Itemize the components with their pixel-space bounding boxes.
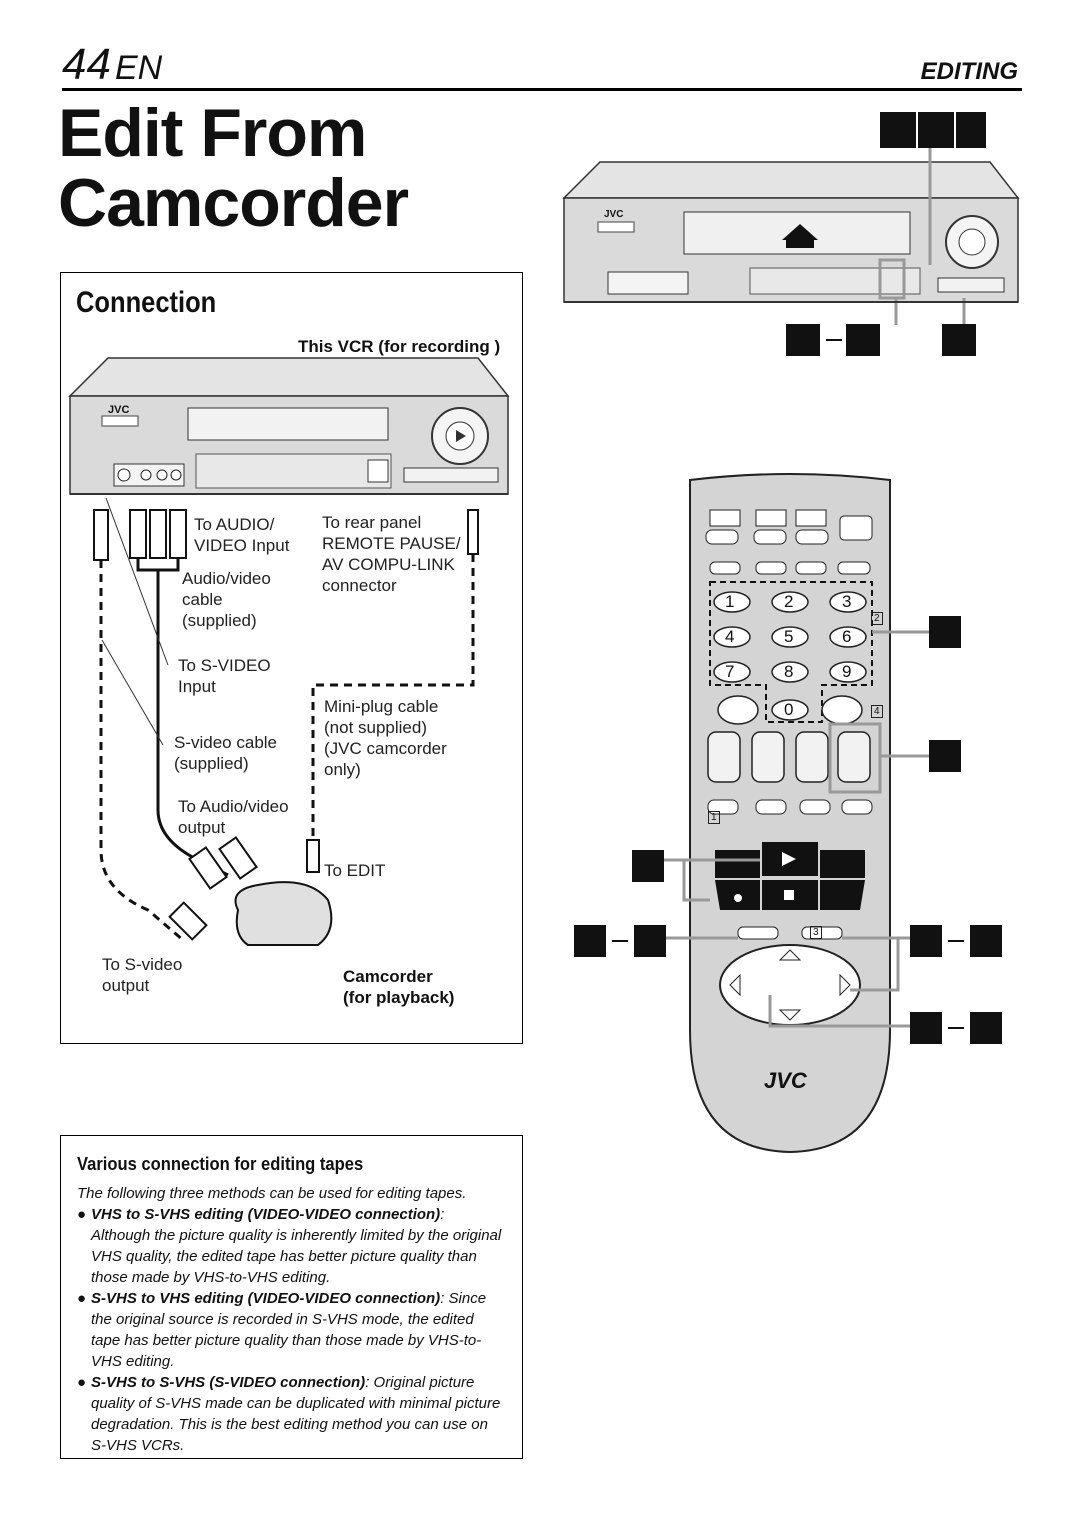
tip-item: ●S-VHS to VHS editing (VIDEO-VIDEO conne… bbox=[77, 1290, 487, 1370]
label-camcorder: Camcorder (for playback) bbox=[343, 967, 455, 1007]
label-svideo-cable: S-video cable (supplied) bbox=[174, 733, 278, 773]
key-7: 7 bbox=[725, 662, 735, 681]
connection-heading: Connection bbox=[76, 286, 217, 319]
marker-4: 4 bbox=[871, 705, 883, 718]
label-to-av-input: To AUDIO/ VIDEO Input bbox=[194, 515, 290, 555]
header-rule bbox=[62, 88, 1022, 91]
page-title: Edit From Camcorder bbox=[58, 95, 409, 241]
label-to-svideo-output: To S-video output bbox=[102, 955, 183, 995]
remote-brand: JVC bbox=[764, 1068, 807, 1093]
vcr-front-brand: JVC bbox=[604, 209, 624, 220]
key-1: 1 bbox=[725, 592, 735, 611]
label-to-edit: To EDIT bbox=[324, 861, 386, 880]
marker-3: 3 bbox=[810, 926, 822, 939]
key-6: 6 bbox=[842, 627, 852, 646]
label-to-svideo-input: To S-VIDEO Input bbox=[178, 656, 271, 696]
key-2: 2 bbox=[784, 592, 794, 611]
remote-control bbox=[574, 473, 1002, 1154]
section-title: EDITING bbox=[920, 58, 1018, 85]
key-8: 8 bbox=[784, 662, 794, 681]
cable-diagram bbox=[93, 497, 479, 946]
tip-item: ●VHS to S-VHS editing (VIDEO-VIDEO conne… bbox=[77, 1206, 502, 1286]
key-9: 9 bbox=[842, 662, 852, 681]
key-5: 5 bbox=[784, 627, 794, 646]
label-to-av-output: To Audio/video output bbox=[178, 797, 289, 837]
label-av-cable: Audio/video cable (supplied) bbox=[182, 569, 271, 630]
vcr-front-illustration bbox=[562, 112, 1020, 356]
tips-intro: The following three methods can be used … bbox=[77, 1185, 467, 1202]
key-3: 3 bbox=[842, 592, 852, 611]
key-0: 0 bbox=[784, 700, 794, 719]
vcr-illustration bbox=[68, 357, 510, 495]
tip-item: ●S-VHS to S-VHS (S-VIDEO connection): Or… bbox=[77, 1374, 501, 1454]
marker-2: 2 bbox=[871, 612, 883, 625]
tips-panel: Various connection for editing tapes The… bbox=[60, 1135, 523, 1459]
vcr-caption: This VCR (for recording ) bbox=[298, 337, 501, 356]
marker-1: 1 bbox=[708, 811, 720, 824]
connection-panel bbox=[60, 272, 523, 1044]
label-to-rear-panel: To rear panel REMOTE PAUSE/ AV COMPU-LIN… bbox=[322, 513, 461, 595]
tips-heading: Various connection for editing tapes bbox=[77, 1154, 364, 1174]
key-4: 4 bbox=[725, 627, 735, 646]
vcr-brand: JVC bbox=[108, 404, 130, 416]
label-mini-plug: Mini-plug cable (not supplied) (JVC camc… bbox=[324, 697, 447, 779]
